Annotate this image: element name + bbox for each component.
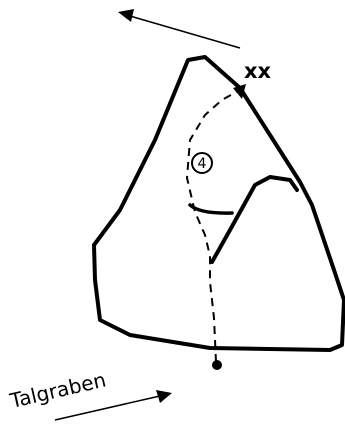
top-direction-arrow bbox=[118, 9, 240, 48]
rock-outline bbox=[94, 57, 344, 350]
inner-ridge bbox=[212, 177, 297, 262]
valley-label: Talgraben bbox=[7, 368, 108, 414]
route-number: 4 bbox=[198, 156, 207, 172]
route-number-badge: 4 bbox=[192, 153, 212, 173]
summit-mark: xx bbox=[244, 59, 272, 83]
route-start-dot bbox=[212, 360, 222, 370]
ledge-mark bbox=[190, 205, 232, 213]
